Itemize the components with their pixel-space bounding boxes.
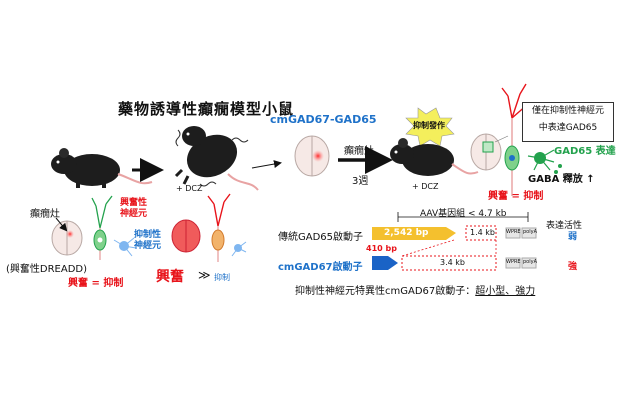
row2-polya: polyA bbox=[523, 259, 538, 265]
gaba-release-label: GABA 釋放 ↑ bbox=[528, 174, 595, 185]
neuron-red bbox=[207, 193, 247, 262]
excit-neuron-label: 興奮性神經元 bbox=[120, 198, 148, 219]
gad65-express-label: GAD65 表達 bbox=[554, 146, 616, 157]
note-box: 僅在抑制性神經元 中表達GAD65 bbox=[522, 102, 614, 142]
row2-insert-box bbox=[401, 255, 497, 271]
neuron-excitatory-right bbox=[501, 83, 529, 196]
dcz-label-2: + DCZ bbox=[412, 182, 439, 191]
row2-wpre: WPRE bbox=[506, 259, 521, 265]
eq-right-label: 興奮 = 抑制 bbox=[488, 191, 544, 202]
aav-footer: 抑制性神經元特異性cmGAD67啟動子：超小型、強力 bbox=[295, 282, 535, 297]
row2-level: 強 bbox=[568, 262, 578, 272]
eq-left-label: 興奮 = 抑制 bbox=[68, 278, 124, 289]
row2-size: 410 bp bbox=[366, 244, 397, 253]
weeks-label: 3週 bbox=[352, 176, 369, 187]
row1-wpre: WPRE bbox=[506, 229, 521, 235]
aav-header: AAV基因組 < 4.7 kb bbox=[420, 209, 507, 219]
gad65-promoter-bar bbox=[372, 227, 456, 240]
neuron-inhibitory-left bbox=[113, 237, 137, 257]
footer-underlined: 超小型、強力 bbox=[475, 286, 536, 297]
suppress-small-label: 抑制 bbox=[214, 273, 230, 282]
brain-focus-icon bbox=[294, 135, 330, 177]
note-line-2: 中表達GAD65 bbox=[538, 123, 598, 133]
neuron-excitatory-left bbox=[91, 195, 113, 260]
row2-insert: 3.4 kb bbox=[440, 258, 465, 267]
row2-label: cmGAD67啟動子 bbox=[278, 262, 363, 273]
arrow-2 bbox=[251, 160, 282, 169]
focus-left-label: 癲癇灶 bbox=[30, 209, 60, 220]
mouse-treated-icon bbox=[390, 138, 479, 176]
inhib-neuron-label: 抑制性神經元 bbox=[134, 230, 162, 251]
row1-size: 2,542 bp bbox=[384, 228, 429, 238]
dcz-label-1: + DCZ bbox=[176, 184, 203, 193]
brain-red-icon bbox=[171, 219, 201, 253]
dreadd-label: (興奮性DREADD) bbox=[6, 264, 88, 275]
suppress-burst-label: 抑制發作 bbox=[413, 121, 445, 130]
much-greater-symbol: ≫ bbox=[198, 268, 211, 282]
brain-right-icon bbox=[470, 133, 509, 171]
row1-polya: polyA bbox=[523, 229, 538, 235]
row1-level: 弱 bbox=[568, 232, 578, 242]
row1-label: 傳統GAD65啟動子 bbox=[278, 232, 364, 243]
excit-big-label: 興奮 bbox=[156, 269, 184, 285]
row1-insert: 1.4 kb bbox=[470, 228, 495, 237]
aav-activity-label: 表達活性 bbox=[546, 221, 583, 231]
mouse-seizure-icon bbox=[174, 126, 259, 191]
footer-main: 抑制性神經元特異性cmGAD67啟動子： bbox=[295, 286, 476, 297]
construct-label: cmGAD67-GAD65 bbox=[270, 113, 377, 126]
neuron-inhibitory-right bbox=[527, 149, 562, 174]
cmgad67-promoter-bar bbox=[372, 256, 398, 270]
mouse-normal-icon bbox=[51, 148, 153, 188]
row1-insert-box bbox=[465, 225, 497, 241]
note-line-1: 僅在抑制性神經元 bbox=[531, 106, 604, 116]
brain-left-icon bbox=[51, 217, 83, 256]
focus-top-label: 癲癇灶 bbox=[344, 146, 374, 157]
page-title: 藥物誘導性癲癇模型小鼠 bbox=[118, 100, 295, 118]
